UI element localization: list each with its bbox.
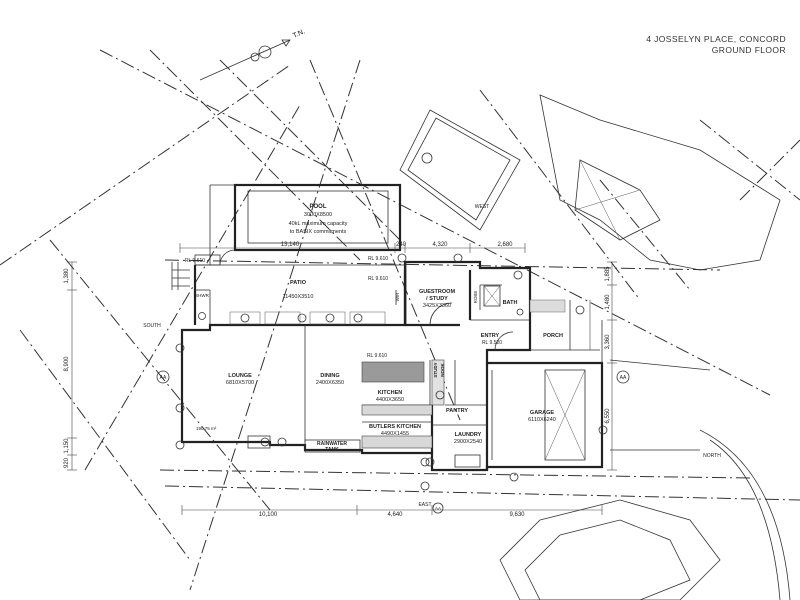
dining-name: DINING [320,373,339,379]
dim-top-4: 2,680 [497,242,513,248]
section-aa-mid: AA [435,506,441,511]
patio-details [171,249,514,449]
dim-top-3: 4,320 [432,242,448,248]
dim-left-3: 1,150 [64,438,70,454]
north-label: T.N. [292,28,306,39]
rl-dining: RL 9.610 [367,353,387,359]
guest-name-2: / STUDY [426,296,448,302]
kitchen-name: KITCHEN [378,390,402,396]
garage-name: GARAGE [530,410,554,416]
dim-top-2: 240 [396,242,407,248]
wir-name: WIR [395,292,400,301]
pool-name: POOL [309,204,326,210]
dim-right-3: 3,360 [605,334,611,350]
west-label: WEST [475,204,489,210]
lounge-name: LOUNGE [228,373,252,379]
dim-bottom-2: 4,640 [387,512,403,518]
patio-size: 11450X3510 [283,294,314,300]
boundary-lines [0,49,800,591]
dim-left-1: 1,380 [64,268,70,284]
dimension-labels: 13,140 240 4,320 2,680 10,100 4,640 9,63… [64,242,611,518]
neighbour-buildings [399,94,791,600]
north-direction-label: NORTH [703,453,721,459]
dim-left-4: 920 [64,457,70,468]
rainwater-tank [304,439,361,453]
bath-name: BATH [503,300,518,306]
rl-patio: RL 9.610 [368,256,388,262]
study-nook-name: STUDY [433,362,438,377]
south-label: SOUTH [143,323,161,329]
east-label: EAST [418,502,431,508]
direction-labels: SOUTH NORTH EAST WEST AA AA AA [143,204,721,511]
pool-size: 3000X8500 [304,212,332,218]
pool-note-1: 40kL maximum capacity [289,221,348,227]
dim-bottom-1: 10,100 [259,512,278,518]
dim-right-1: 1,885 [605,266,611,282]
dimension-lines [67,243,617,515]
laundry-size: 2900X2540 [454,439,482,445]
patio-name: PATIO [290,280,307,286]
section-markers [156,253,630,514]
entry-name: ENTRY [481,333,500,339]
dining-size: 2400X6350 [316,380,344,386]
kitchen-size: 4400X3650 [376,397,404,403]
north-arrow-icon: T.N. [199,28,306,81]
rl-corner: RL 9.610 [185,258,205,264]
pantry-name: PANTRY [446,408,468,414]
dim-right-2: 1,480 [605,294,611,310]
title-block: 4 JOSSELYN PLACE, CONCORD GROUND FLOOR [646,34,786,56]
dim-top-1: 13,140 [281,242,300,248]
pool: POOL 3000X8500 40kL maximum capacity to … [209,183,402,265]
robe-name: ROBE [473,291,478,304]
rainwater-name: RAINWATER [317,441,347,447]
study-nook-name-2: NOOK [440,362,445,376]
pool-note-2: to BASIX commitments [290,229,347,235]
floor-label: GROUND FLOOR [711,45,786,55]
lounge-size: 6810X5700 [226,380,254,386]
dim-right-4: 6,550 [605,408,611,424]
butlers-name: BUTLERS KITCHEN [369,424,421,430]
shower-name: SHWR [195,293,209,298]
laundry-name: LAUNDRY [455,432,482,438]
area-note: 190.75 m² [196,426,217,431]
rainwater-name-2: TANK [325,447,339,453]
section-aa-right: AA [620,375,627,381]
section-aa-left: AA [160,375,167,381]
room-labels: PATIO 11450X3510 LOUNGE 6810X5700 DINING… [185,256,563,453]
address-label: 4 JOSSELYN PLACE, CONCORD [646,34,786,44]
guest-size: 3425X3360 [423,303,451,309]
garage-car [491,369,586,461]
garage-size: 6110X6240 [528,417,556,423]
porch-name: PORCH [543,333,563,339]
entry-rl: RL 9.520 [482,340,502,346]
dim-left-2: 8,900 [64,356,70,372]
butlers-size: 4490X1455 [381,431,409,437]
rl-patio-2: RL 9.610 [368,276,388,282]
guest-name: GUESTROOM [419,289,455,295]
dim-bottom-3: 9,630 [509,512,525,518]
entry-path [529,299,711,451]
kitchen-fixtures [198,285,524,468]
